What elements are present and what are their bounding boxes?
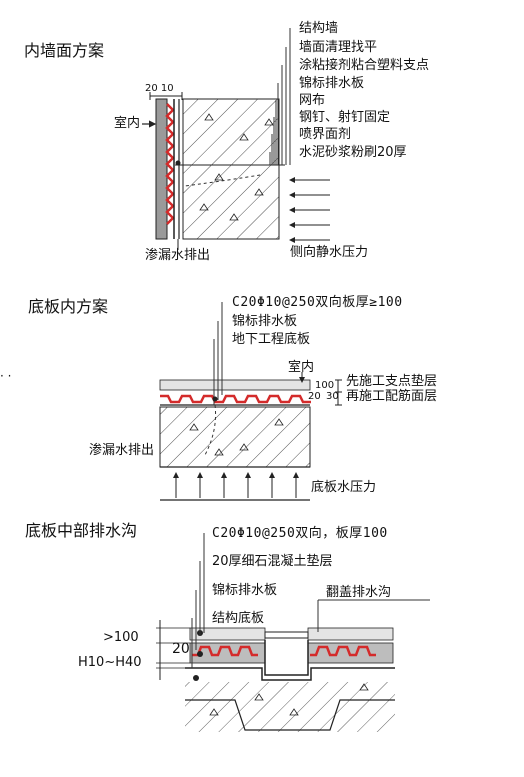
- floor-pressure-label: 底板水压力: [311, 480, 377, 495]
- trench-right-drainage-board: [310, 645, 376, 657]
- trench-dim-h: H10~H40: [78, 655, 142, 670]
- floor-layer-label: C20Φ10@250双向板厚≥100: [232, 295, 403, 310]
- floor-layer-label: 地下工程底板: [232, 332, 311, 347]
- wall-section-title: 内墙面方案: [24, 41, 105, 60]
- trench-layer-label: 20厚细石混凝土垫层: [212, 554, 333, 569]
- floor-topping-layer: [159, 379, 311, 391]
- trench-drawing: [156, 533, 430, 732]
- floor-drawing: [159, 302, 342, 501]
- wall-dim-label: 20 10: [145, 83, 174, 94]
- trench-dim-gt100: >100: [103, 630, 139, 645]
- wall-layer-label: 结构墙: [299, 21, 339, 36]
- wall-layer-label: 网布: [299, 93, 326, 108]
- wall-layer-label: 墙面清理找平: [299, 40, 378, 55]
- trench-cover-plate: [264, 631, 309, 639]
- floor-note-first: 先施工支点垫层: [346, 374, 438, 389]
- trench-left-drainage-board: [192, 645, 258, 657]
- floor-dim-100: 100: [315, 380, 335, 391]
- trench-dim-20: 20: [172, 641, 190, 657]
- wall-seepage-label: 渗漏水排出: [145, 248, 211, 263]
- wall-layer-label: 锦标排水板: [299, 76, 365, 91]
- floor-drainage-board: [160, 394, 311, 404]
- margin-mark: · ·: [0, 369, 12, 383]
- trench-slab-hatch: [185, 682, 395, 732]
- floor-indoor-label: 室内: [288, 360, 315, 375]
- trench-right-topping: [307, 627, 394, 641]
- floor-section-title: 底板内方案: [28, 297, 109, 316]
- trench-cover-label: 翻盖排水沟: [326, 585, 392, 600]
- wall-drainage-board: [165, 103, 175, 225]
- floor-seepage-label: 渗漏水排出: [89, 443, 155, 458]
- floor-note-then: 再施工配筋面层: [346, 389, 438, 404]
- wall-structure-hatch: [182, 98, 280, 240]
- floor-dim-30: 30: [326, 391, 339, 402]
- floor-slab-hatch: [159, 406, 311, 468]
- wall-pressure-label: 侧向静水压力: [290, 245, 369, 260]
- wall-layer-label: 水泥砂浆粉刷20厚: [299, 145, 407, 160]
- trench-layer-label: C20Φ10@250双向，板厚100: [212, 526, 388, 541]
- wall-plaster-layer: [155, 98, 168, 240]
- wall-layer-label: 喷界面剂: [299, 127, 352, 142]
- trench-layer-label: 结构底板: [212, 611, 265, 626]
- wall-layer-label: 涂粘接剂粘合塑料支点: [299, 58, 430, 73]
- trench-layer-label: 锦标排水板: [212, 583, 278, 598]
- floor-layer-label: 锦标排水板: [232, 314, 298, 329]
- floor-dim-20: 20: [308, 391, 321, 402]
- wall-drawing: [142, 28, 330, 250]
- wall-layer-label: 钢钉、射钉固定: [299, 110, 391, 125]
- trench-section-title: 底板中部排水沟: [25, 521, 138, 540]
- wall-indoor-label: 室内: [114, 116, 141, 131]
